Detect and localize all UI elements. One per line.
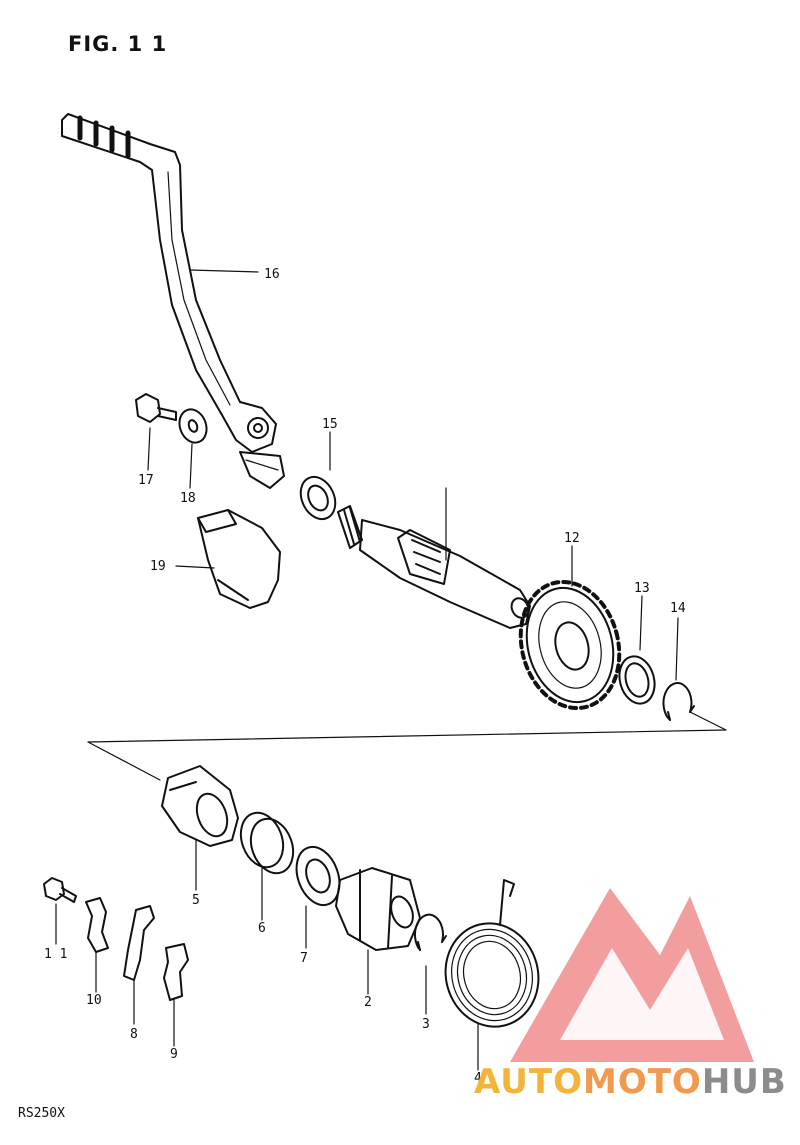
kick-return-spring (444, 879, 540, 1028)
circlip-upper (662, 682, 695, 721)
spring-guide (161, 765, 239, 847)
thrust-washer (618, 655, 656, 705)
ratchet-spring (239, 811, 295, 875)
kick-ratchet (335, 867, 421, 951)
lever-washer (178, 408, 208, 444)
label-3: 3 (422, 1017, 430, 1032)
watermark-logo (510, 888, 754, 1062)
watermark-text: AUTOMOTOHUB (474, 1062, 787, 1102)
watermark-auto: AUTO (474, 1062, 583, 1102)
stopper-plate-b (123, 905, 155, 981)
figure-title: FIG. 1 1 (68, 32, 168, 56)
kick-gear (518, 579, 622, 711)
kick-lever (61, 113, 285, 489)
lever-bolt (135, 393, 177, 423)
circlip-lower (413, 913, 447, 951)
stopper-bolt (43, 877, 77, 903)
oil-seal (299, 475, 337, 521)
label-16: 16 (264, 267, 280, 282)
label-8: 8 (130, 1027, 138, 1042)
label-17: 17 (138, 473, 154, 488)
label-18: 18 (180, 491, 196, 506)
label-6: 6 (258, 921, 266, 936)
label-11: 1 1 (44, 947, 67, 962)
label-15: 15 (322, 417, 338, 432)
label-9: 9 (170, 1047, 178, 1062)
model-code: RS250X (18, 1106, 65, 1121)
label-5: 5 (192, 893, 200, 908)
label-2: 2 (364, 995, 372, 1010)
label-13: 13 (634, 581, 650, 596)
ratchet-washer (295, 845, 341, 907)
label-12: 12 (564, 531, 580, 546)
stopper-plate-a (85, 897, 109, 953)
part-labels: 16 15 17 18 19 12 13 14 5 6 7 2 3 4 1 1 … (44, 267, 686, 1086)
kick-boot (197, 509, 281, 609)
label-14: 14 (670, 601, 686, 616)
stopper-plate-c (163, 943, 189, 1001)
watermark-moto: MOTO (582, 1062, 702, 1102)
leader-lines (55, 269, 679, 1071)
label-4: 4 (474, 1071, 482, 1086)
watermark-hub: HUB (701, 1062, 787, 1102)
label-19: 19 (150, 559, 166, 574)
label-7: 7 (300, 951, 308, 966)
kick-shaft (337, 505, 531, 629)
assembly-guide-line (87, 711, 727, 781)
label-10: 10 (86, 993, 102, 1008)
